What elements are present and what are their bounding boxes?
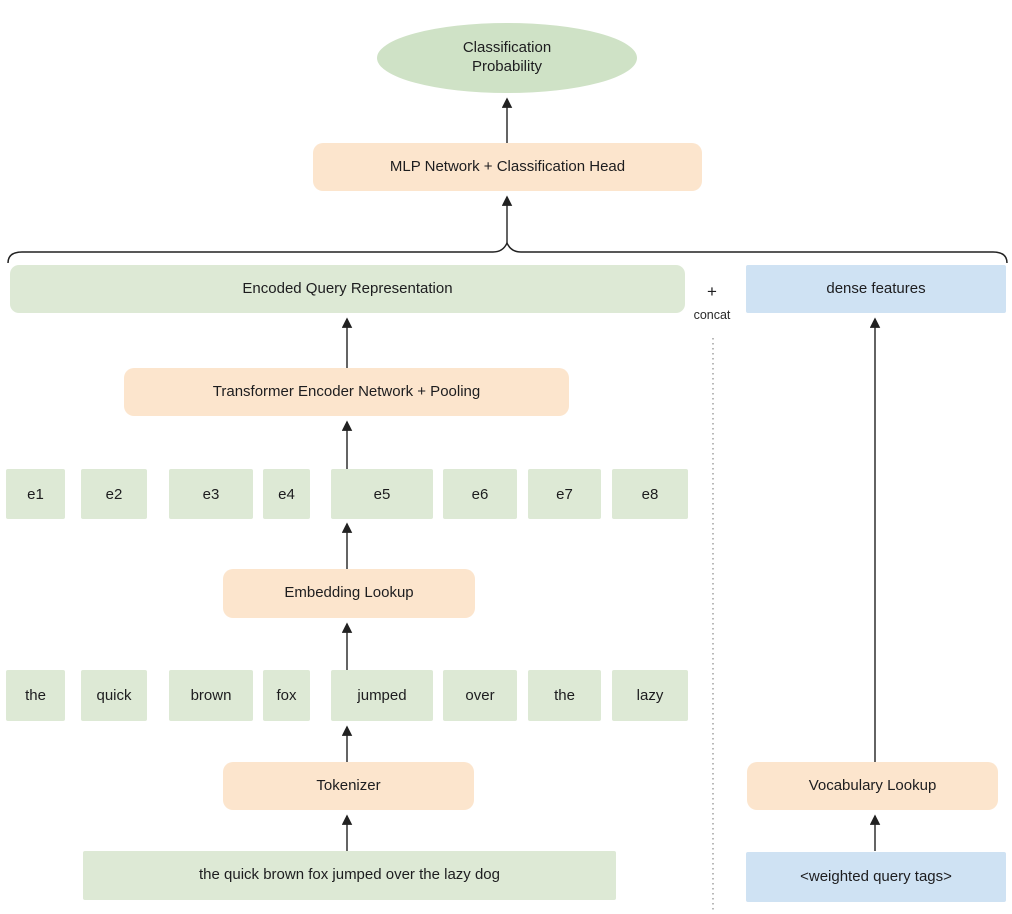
node-label: MLP Network + Classification Head	[389, 157, 626, 175]
concat-plus-sign: +	[707, 282, 717, 301]
node-input-sentence: the quick brown fox jumped over the lazy…	[83, 851, 616, 900]
word-token: lazy	[612, 670, 688, 721]
node-label: <weighted query tags>	[800, 867, 952, 885]
node-embedding-lookup: Embedding Lookup	[223, 569, 475, 618]
node-dense-features: dense features	[746, 265, 1006, 313]
node-transformer-encoder: Transformer Encoder Network + Pooling	[124, 368, 569, 416]
node-label: Probability	[471, 58, 543, 75]
embedding-token: e1	[6, 469, 65, 519]
node-label: Transformer Encoder Network + Pooling	[212, 382, 481, 400]
node-label: Encoded Query Representation	[242, 279, 453, 297]
node-tokenizer: Tokenizer	[223, 762, 474, 810]
node-vocabulary-lookup: Vocabulary Lookup	[747, 762, 998, 810]
node-classification-probability: Classification Probability	[377, 23, 637, 93]
word-token: the	[6, 670, 65, 721]
node-label: dense features	[826, 279, 926, 297]
node-label: Tokenizer	[316, 776, 381, 794]
word-token: brown	[169, 670, 253, 721]
embedding-token: e8	[612, 469, 688, 519]
node-label: Embedding Lookup	[284, 584, 414, 602]
concat-label: concat	[693, 308, 731, 322]
embedding-token: e3	[169, 469, 253, 519]
node-weighted-query-tags: <weighted query tags>	[746, 852, 1006, 902]
node-label: the quick brown fox jumped over the lazy…	[198, 866, 500, 884]
word-token: the	[528, 670, 601, 721]
node-encoded-query-representation: Encoded Query Representation	[10, 265, 685, 313]
concat-brace	[7, 241, 1008, 264]
node-label: Classification	[462, 39, 552, 57]
embedding-token: e6	[443, 469, 517, 519]
node-label: Vocabulary Lookup	[808, 776, 937, 794]
embedding-token: e5	[331, 469, 433, 519]
word-token: over	[443, 670, 517, 721]
word-token: jumped	[331, 670, 433, 721]
node-mlp-classification-head: MLP Network + Classification Head	[313, 143, 702, 191]
embedding-token: e7	[528, 469, 601, 519]
embedding-token: e2	[81, 469, 147, 519]
embedding-token: e4	[263, 469, 310, 519]
word-token: fox	[263, 670, 310, 721]
word-token: quick	[81, 670, 147, 721]
